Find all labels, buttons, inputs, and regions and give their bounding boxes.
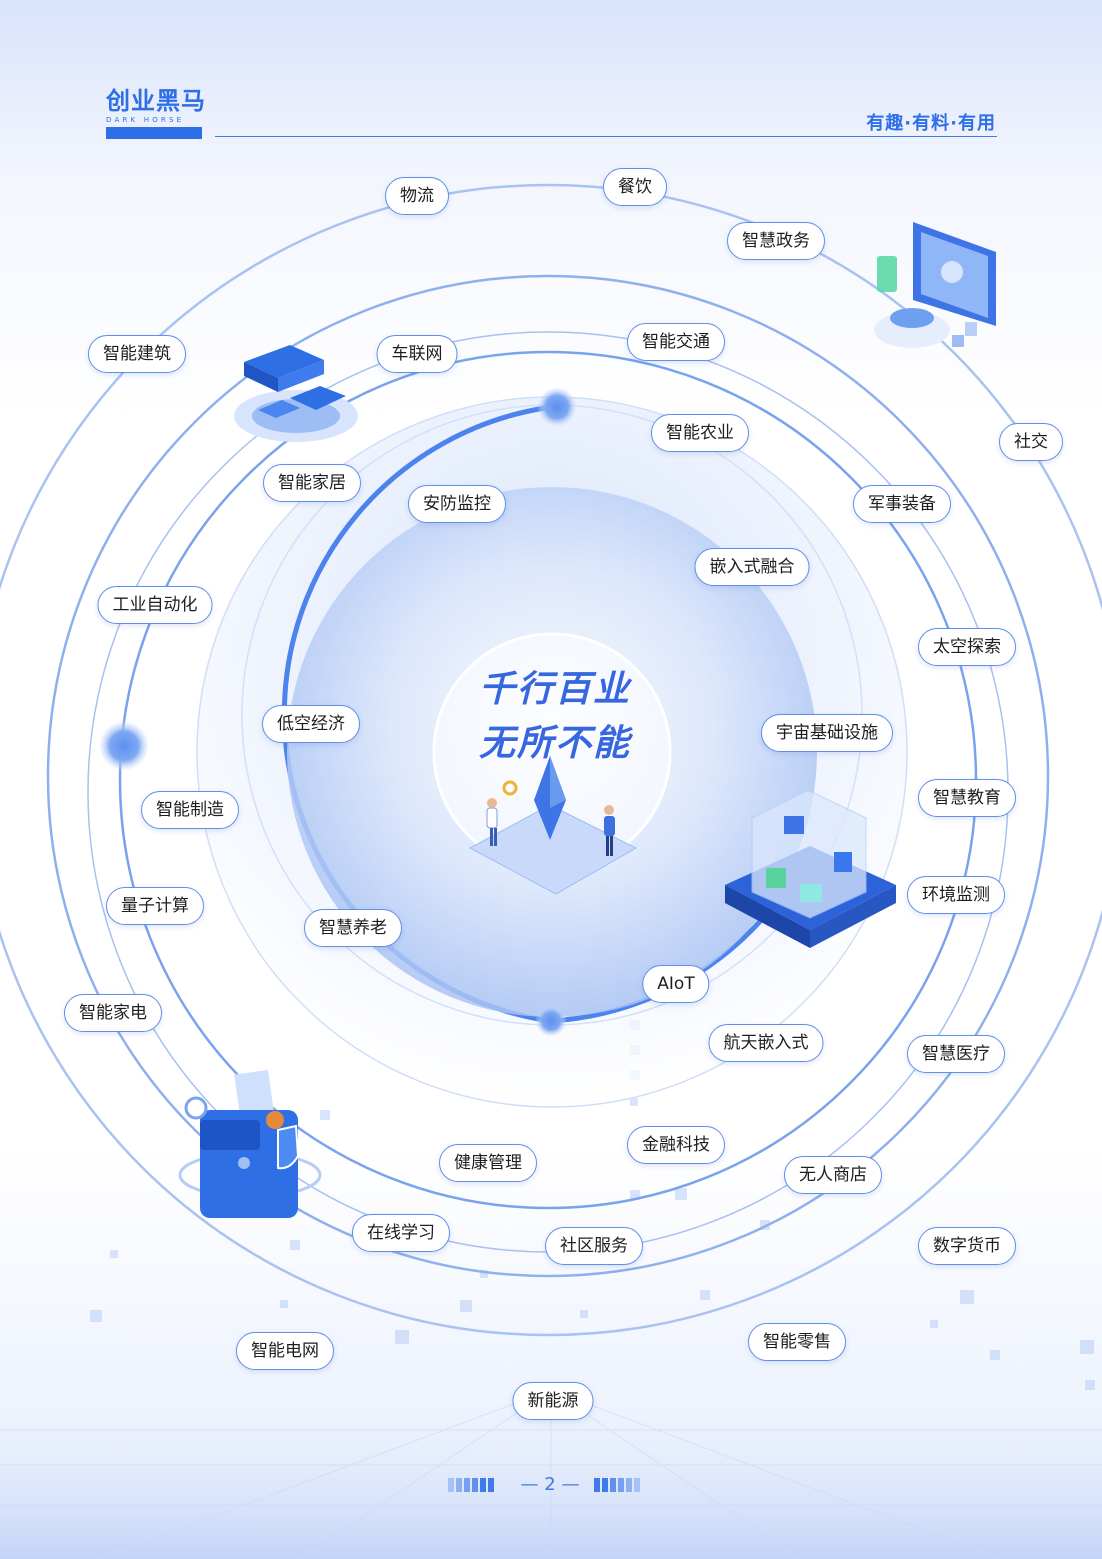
page-number-value: 2 [544,1474,556,1495]
label-aiot: AIoT [642,965,710,1003]
label-zhineng-jiadian: 智能家电 [64,994,162,1032]
label-anfang-jiankong: 安防监控 [408,485,506,523]
label-zhineng-jianzhu: 智能建筑 [88,335,186,373]
label-yuzhou-jichu-sheshi: 宇宙基础设施 [761,714,893,752]
chip-illustration [725,789,896,948]
label-zhihui-yanglao: 智慧养老 [304,909,402,947]
logo-chinese-text: 创业黑马 [106,87,206,115]
label-chelianwang: 车联网 [376,335,458,373]
footer-bars-left [448,1478,494,1492]
label-zhihui-yiliao: 智慧医疗 [907,1035,1005,1073]
center-title-line-1: 千行百业 [478,668,631,710]
brand-logo: 创业黑马 DARK HORSE [106,88,206,140]
header-slogan: 有趣·有料·有用 [866,113,996,134]
footer-bars-right [594,1478,640,1492]
logo-bar [106,127,202,139]
page-footer: — 2 — [448,1474,654,1496]
label-hangtian-qianrushi: 航天嵌入式 [708,1024,824,1062]
logo-english-text: DARK HORSE [106,116,185,124]
label-dikong-jingji: 低空经济 [262,705,360,743]
label-jinrong-keji: 金融科技 [627,1126,725,1164]
label-taikong-tansuo: 太空探索 [918,628,1016,666]
label-xinnengyuan: 新能源 [512,1382,594,1420]
label-shejiao: 社交 [999,423,1063,461]
label-wuliu: 物流 [385,177,449,215]
label-qianrushi-ronghe: 嵌入式融合 [694,548,810,586]
label-zhineng-zhizao: 智能制造 [141,791,239,829]
label-zhineng-jiaju: 智能家居 [263,464,361,502]
label-zaixian-xuexi: 在线学习 [352,1214,450,1252]
label-zhihui-zhengwu: 智慧政务 [727,222,825,260]
label-shequ-fuwu: 社区服务 [545,1227,643,1265]
label-jiankang-guanli: 健康管理 [439,1144,537,1182]
router-illustration [234,345,358,442]
wallet-illustration [178,1069,322,1218]
label-wuren-shangdian: 无人商店 [784,1156,882,1194]
label-zhineng-jiaotong: 智能交通 [627,323,725,361]
center-title: 千行百业 无所不能 [470,662,640,770]
monitor-illustration [874,222,996,348]
label-zhihui-jiaoyu: 智慧教育 [918,779,1016,817]
label-gongye-zidonghua: 工业自动化 [97,586,213,624]
header-divider [215,136,997,137]
label-junshi-zhuangbei: 军事装备 [853,485,951,523]
page-number: — 2 — [520,1474,580,1495]
label-huanjing-jiance: 环境监测 [907,876,1005,914]
label-zhineng-lingshou: 智能零售 [748,1323,846,1361]
label-canyin: 餐饮 [603,168,667,206]
label-liangzi-jisuan: 量子计算 [106,887,204,925]
label-shuzi-huobi: 数字货币 [918,1227,1016,1265]
label-zhineng-nongye: 智能农业 [651,414,749,452]
label-zhineng-dianwang: 智能电网 [236,1332,334,1370]
center-title-line-2: 无所不能 [478,722,631,764]
